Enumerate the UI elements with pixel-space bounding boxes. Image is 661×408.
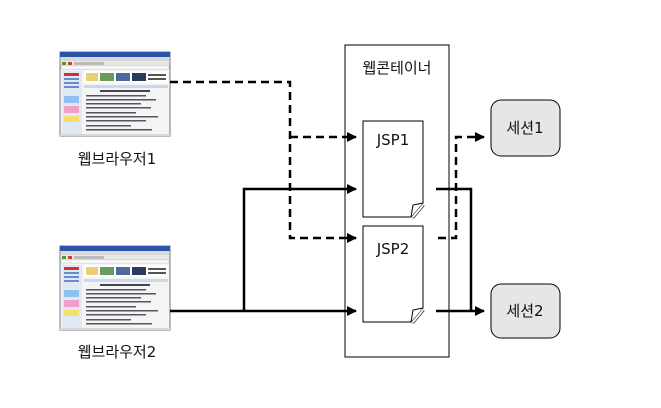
browser1-session-lines: [438, 132, 485, 240]
browser2-session-lines: [436, 187, 485, 316]
web-container-label: 웹콘테이너: [362, 59, 431, 77]
browser2-screenshot-icon: [59, 245, 171, 331]
session1-box: [490, 99, 561, 157]
session1-label: 세션1: [506, 119, 543, 137]
session2-box: [490, 283, 561, 339]
browser1-request-lines: [170, 80, 357, 243]
jsp1-label: JSP1: [376, 131, 410, 149]
jsp2-label: JSP2: [376, 240, 410, 258]
browser1-label: 웹브라우저1: [78, 150, 157, 168]
session2-label: 세션2: [506, 302, 543, 320]
browser1-screenshot-icon: [59, 51, 171, 137]
browser2-label: 웹브라우저2: [78, 343, 157, 361]
browser2-request-lines: [170, 184, 357, 316]
